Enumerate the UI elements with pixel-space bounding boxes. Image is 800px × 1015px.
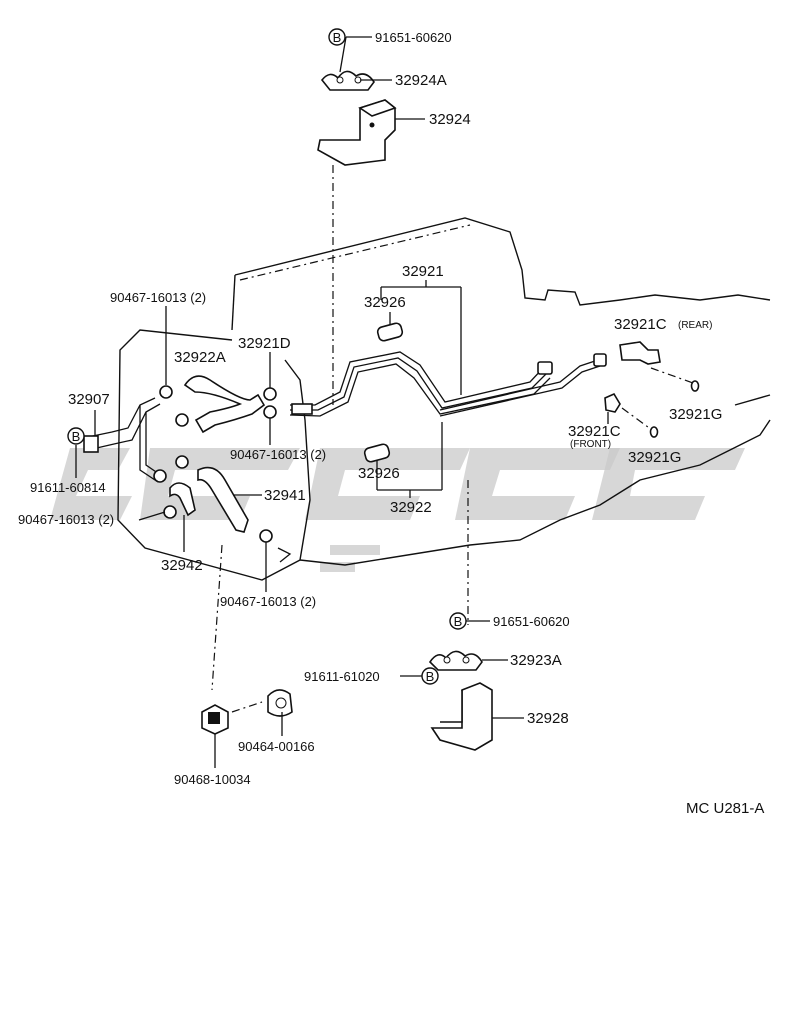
label-90464-00166: 90464-00166 [238,739,315,754]
leader-dashes [211,165,694,713]
label-91611-61020: 91611-61020 [304,669,380,684]
clamp-32924A [320,70,375,91]
bolt-letter: B [72,429,81,444]
hose-32922A [183,375,266,434]
leader-lines [75,36,609,768]
label-91651-60620-bottom: 91651-60620 [493,614,570,629]
label-32923A: 32923A [510,652,562,669]
gasket-32921G-b [649,426,659,438]
bolt-symbol-top: B [328,28,346,46]
label-32922: 32922 [390,499,432,516]
label-32941: 32941 [264,487,306,504]
bracket-32924 [317,99,397,166]
label-32928: 32928 [527,710,569,727]
label-91611-60814: 91611-60814 [30,480,106,495]
bolt-letter: B [333,30,342,45]
clip-90464 [267,689,293,717]
transmission-outline [117,217,771,581]
cooler-pipes [289,351,607,417]
label-32921C-front-note: (FRONT) [570,439,611,450]
label-32921C-rear-note: (REAR) [678,320,712,331]
label-32921D: 32921D [238,335,291,352]
label-91651-60620-top: 91651-60620 [375,30,452,45]
watermark-logo [50,448,745,572]
label-90467-d: 90467-16013 (2) [220,594,316,609]
sleeve-32926-bottom [363,443,391,463]
label-90467-b: 90467-16013 (2) [230,447,326,462]
label-32942: 32942 [161,557,203,574]
part-labels: 91651-60620 32924A 32924 32921 32926 904… [18,30,764,817]
sleeve-32926-top [376,322,404,342]
fitting-32921C-front [604,392,621,413]
label-32924A: 32924A [395,72,447,89]
label-32921C-rear: 32921C [614,316,667,333]
fitting-32921C-rear [619,341,661,365]
bolt-letter: B [426,669,435,684]
diagram-code: MC U281-A [686,800,764,817]
bolt-symbol-bottom-1: B [449,612,467,630]
bracket-32928 [430,682,493,751]
clamp-32923A [428,650,483,671]
label-90467-a: 90467-16013 (2) [110,290,206,305]
label-90467-c: 90467-16013 (2) [18,512,114,527]
bolt-letter: B [454,614,463,629]
label-32922A: 32922A [174,349,226,366]
bracket-90468 [201,704,229,735]
label-32921C-front: 32921C [568,423,621,440]
label-32907: 32907 [68,391,110,408]
label-32921: 32921 [402,263,444,280]
label-32926-bottom: 32926 [358,465,400,482]
label-32924: 32924 [429,111,471,128]
gasket-32921G-a [690,380,700,392]
label-90468-10034: 90468-10034 [174,772,251,787]
bolt-symbol-bottom-2: B [421,667,439,685]
hose-32941 [197,466,249,533]
hose-32942 [169,482,196,517]
label-32926-top: 32926 [364,294,406,311]
bolt-symbol-left: B [67,427,85,445]
pipe-32921D [277,403,313,563]
label-32921G-b: 32921G [628,449,681,466]
label-32921G-a: 32921G [669,406,722,423]
